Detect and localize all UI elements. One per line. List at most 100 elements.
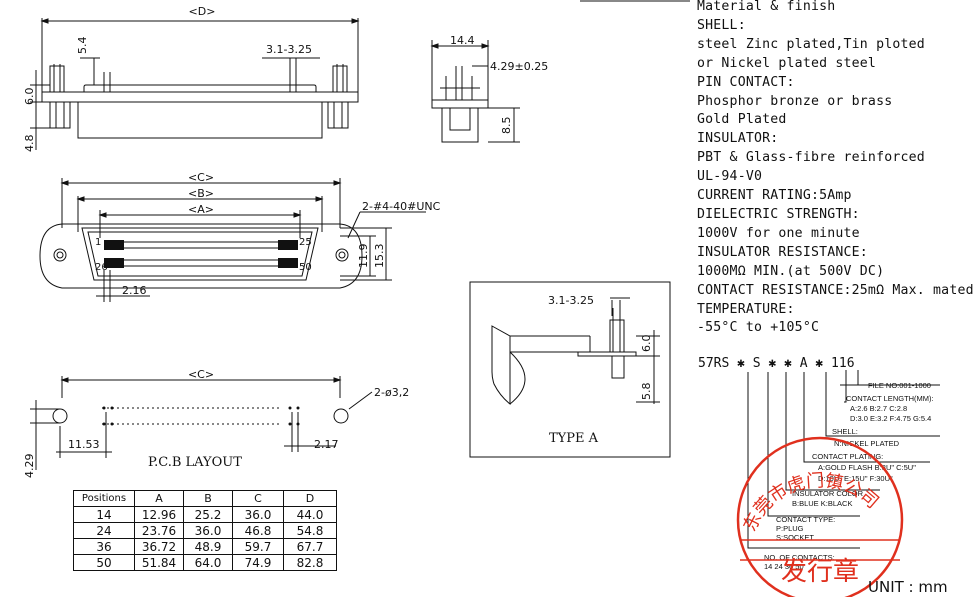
- table-cell: 24: [73, 522, 135, 539]
- side-view: [430, 40, 520, 143]
- dim-119: 11.9: [357, 244, 370, 269]
- table-cell: 25.2: [183, 506, 233, 523]
- table-cell: 12.96: [134, 506, 184, 523]
- table-header-a: A: [134, 490, 184, 507]
- table-cell: 64.0: [183, 554, 233, 571]
- dim-c: <C>: [188, 171, 214, 184]
- table-header-b: B: [183, 490, 233, 507]
- front-contacts: [104, 240, 298, 268]
- spec-line: PBT & Glass-fibre reinforced: [697, 150, 925, 166]
- spec-line: or Nickel plated steel: [697, 55, 877, 71]
- dim-d: <D>: [189, 5, 216, 18]
- pn-plating-title: CONTACT PLATING:: [812, 452, 883, 461]
- company-stamp: [736, 436, 904, 597]
- typea-dim-31-325: 3.1-3.25: [548, 294, 594, 307]
- spec-line: CURRENT RATING:5Amp: [697, 188, 852, 204]
- spec-line: 1000V for one minute: [697, 225, 860, 241]
- spec-line: 1000MΩ MIN.(at 500V DC): [697, 263, 885, 279]
- spec-line: INSULATOR RESISTANCE:: [697, 244, 868, 260]
- pcb-layout-title: P.C.B LAYOUT: [148, 455, 242, 470]
- table-cell: 54.8: [283, 522, 337, 539]
- table-cell: 48.9: [183, 538, 233, 555]
- spec-line: DIELECTRIC STRENGTH:: [697, 206, 860, 222]
- pn-plating-row1: A:GOLD FLASH B:3U" C:5U": [818, 463, 916, 472]
- pcb-layout: [30, 376, 373, 470]
- pn-contact-type-value2: S:SOCKET: [776, 533, 814, 542]
- pcb-dim-hole: 2-ø3,2: [374, 386, 409, 399]
- pn-shell-value: N:NICKEL PLATED: [834, 439, 900, 448]
- type-a-title: TYPE A: [549, 431, 599, 446]
- pin-label-26: 26: [95, 262, 108, 273]
- pcb-dim-c: <C>: [188, 368, 214, 381]
- table-header-d: D: [283, 490, 337, 507]
- pn-file-no: FILE NO:001-1000: [868, 381, 931, 390]
- spec-line: UL-94-V0: [697, 169, 763, 185]
- top-view: [30, 18, 360, 150]
- spec-line: CONTACT RESISTANCE:25mΩ Max. mated: [697, 282, 974, 298]
- type-a-detail: [469, 281, 671, 458]
- pcb-dim-217: 2.17: [314, 438, 339, 451]
- pn-plating-row2: D:10U" E:15U" F:30U": [818, 474, 893, 483]
- typea-dim-58: 5.8: [640, 383, 653, 401]
- pcb-dim-429: 4.29: [23, 454, 36, 479]
- dim-85: 8.5: [500, 117, 513, 135]
- table-cell: 14: [73, 506, 135, 523]
- table-cell: 74.9: [232, 554, 284, 571]
- spec-line: -55°C to +105°C: [697, 320, 820, 336]
- table-cell: 51.84: [134, 554, 184, 571]
- table-cell: 82.8: [283, 554, 337, 571]
- unit-label: UNIT : mm: [868, 578, 948, 596]
- table-cell: 36.72: [134, 538, 184, 555]
- spec-line: PIN CONTACT:: [697, 74, 795, 90]
- spec-line: INSULATOR:: [697, 131, 779, 147]
- pn-contact-length-row1: A:2.6 B:2.7 C:2.8: [850, 404, 907, 413]
- dim-153: 15.3: [373, 244, 386, 269]
- table-cell: 44.0: [283, 506, 337, 523]
- pn-insulator-color-value: B:BLUE K:BLACK: [792, 499, 852, 508]
- pn-contact-length-row2: D:3.0 E:3.2 F:4.75 G:5.4: [850, 414, 931, 423]
- front-view: [39, 178, 426, 302]
- dim-60: 6.0: [23, 88, 36, 106]
- dim-31-325: 3.1-3.25: [266, 43, 312, 56]
- table-header-row: Positions A B C D: [73, 490, 337, 507]
- pcb-dim-1153: 11.53: [68, 438, 100, 451]
- part-number-leaders: [747, 370, 940, 549]
- pn-no-contacts-title: NO. OF CONTACTS:: [764, 553, 835, 562]
- pn-no-contacts-value: 14 24 36 50: [764, 562, 804, 571]
- dim-216: 2.16: [122, 284, 147, 297]
- dim-429-tol: 4.29±0.25: [490, 60, 548, 73]
- table-cell: 36.0: [183, 522, 233, 539]
- spec-line: SHELL:: [697, 17, 746, 33]
- dim-144: 14.4: [450, 34, 475, 47]
- table-cell: 46.8: [232, 522, 284, 539]
- dim-54: 5.4: [76, 37, 89, 55]
- table-cell: 59.7: [232, 538, 284, 555]
- pin-label-25: 25: [299, 237, 312, 248]
- spec-line: Gold Plated: [697, 112, 787, 128]
- dim-thread: 2-#4-40#UNC: [362, 200, 441, 213]
- table-cell: 36: [73, 538, 135, 555]
- stamp-center-text: 发行章: [781, 557, 859, 587]
- pcb-holes: [102, 406, 300, 426]
- pn-insulator-color-title: INSULATOR COLOR: [792, 489, 864, 498]
- spec-line: steel Zinc plated,Tin ploted: [697, 36, 925, 52]
- dim-48: 4.8: [23, 135, 36, 153]
- table-header-c: C: [232, 490, 284, 507]
- spec-line: Material & finish: [697, 0, 836, 14]
- dim-b: <B>: [188, 187, 214, 200]
- pn-shell-title: SHELL:: [832, 427, 858, 436]
- spec-line: TEMPERATURE:: [697, 301, 795, 317]
- pn-contact-type-title: CONTACT TYPE:: [776, 515, 835, 524]
- table-cell: 67.7: [283, 538, 337, 555]
- pin-label-50: 50: [299, 262, 312, 273]
- spec-line: Phosphor bronze or brass: [697, 93, 893, 109]
- table-cell: 23.76: [134, 522, 184, 539]
- dim-a: <A>: [188, 203, 214, 216]
